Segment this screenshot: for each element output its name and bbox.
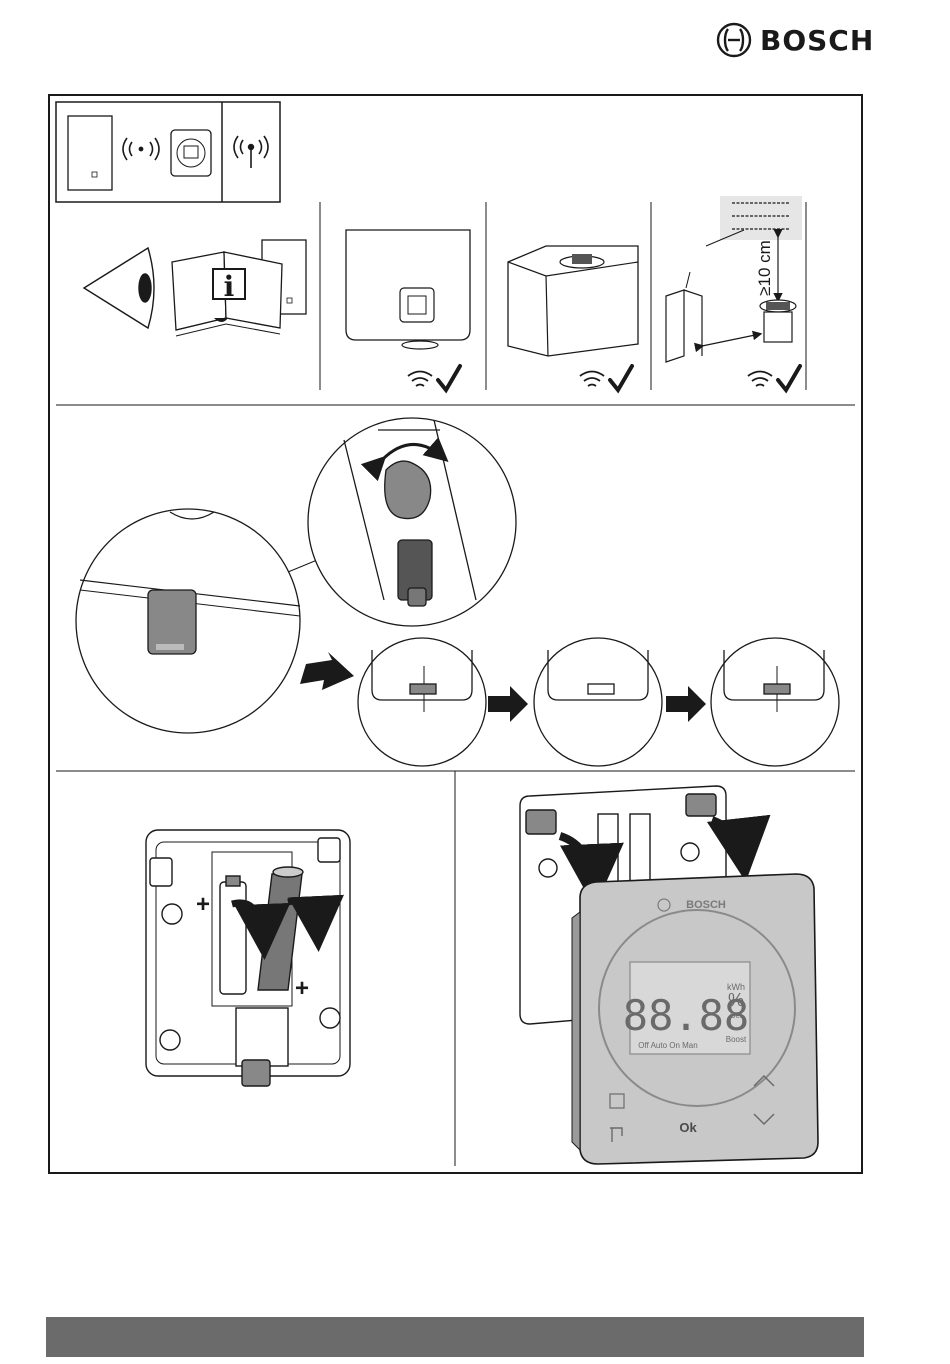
info-icon: i xyxy=(224,270,235,303)
wifi-icon xyxy=(748,372,772,387)
manual-icon: i xyxy=(172,240,306,336)
ok-button[interactable]: Ok xyxy=(679,1120,697,1135)
lcd-boost: Boost xyxy=(726,1035,747,1044)
boiler-front-view xyxy=(346,230,470,349)
wifi-icon xyxy=(408,372,432,387)
arrow-right-icon xyxy=(666,686,706,722)
wifi-check-3 xyxy=(748,366,800,390)
battery-plus-right: + xyxy=(295,975,309,1002)
boiler-top-view xyxy=(508,246,638,356)
step-circle-1 xyxy=(358,638,486,766)
pull-tab-zoom xyxy=(308,418,516,626)
eye-icon xyxy=(84,248,154,328)
room-placement-view: ≥10 cm xyxy=(666,196,802,362)
step-circle-2 xyxy=(534,638,662,766)
lcd-set: Set xyxy=(730,1011,743,1020)
wireless-connection-panel xyxy=(56,102,280,202)
backplate-batteries xyxy=(146,830,350,1086)
lcd-modes: Off Auto On Man xyxy=(638,1041,697,1050)
battery-plus-left: + xyxy=(196,891,210,918)
checkmark-icon xyxy=(610,366,632,390)
checkmark-icon xyxy=(778,366,800,390)
distance-label: ≥10 cm xyxy=(755,240,774,296)
wifi-check-2 xyxy=(580,366,632,390)
arrow-right-icon xyxy=(488,686,528,722)
arrow-right-icon xyxy=(300,652,354,690)
lcd-percent: % xyxy=(728,990,744,1010)
thermostat-device: 88.88 kWh % Set Boost Off Auto On Man BO… xyxy=(572,874,818,1164)
step-circle-3 xyxy=(711,638,839,766)
battery-tab-detail xyxy=(76,509,322,733)
device-brand: BOSCH xyxy=(686,899,726,911)
wifi-icon xyxy=(580,372,604,387)
footer-bar xyxy=(46,1317,864,1357)
boiler-icon xyxy=(68,116,112,190)
checkmark-icon xyxy=(438,366,460,390)
wifi-check-1 xyxy=(408,366,460,390)
